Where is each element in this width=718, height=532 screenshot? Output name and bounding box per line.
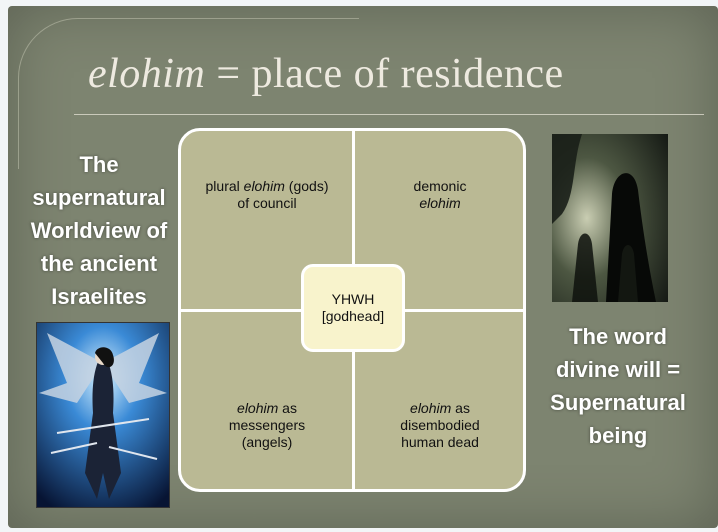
quadrant-text: as (278, 400, 297, 416)
left-caption-line: supernatural (32, 185, 166, 210)
title-divider (74, 114, 704, 115)
center-godhead-box: YHWH [godhead] (301, 264, 405, 352)
quadrant-text: plural (205, 178, 244, 194)
quadrant-text: human dead (401, 434, 479, 450)
winged-warrior-image (36, 322, 170, 508)
center-text: [godhead] (321, 308, 385, 324)
quadrant-emphasis: elohim (419, 195, 461, 211)
quadrant-demonic: demonic elohim (356, 178, 524, 212)
title-elohim: elohim (88, 51, 206, 97)
right-caption: The word divine will = Supernatural bein… (540, 320, 696, 452)
left-caption-line: the ancient (40, 251, 158, 276)
quadrant-text: (gods) (284, 178, 329, 194)
quadrant-text: as (451, 400, 470, 416)
quadrant-text: disembodied (400, 417, 480, 433)
quadrant-messengers: elohim as messengers (angels) (182, 400, 352, 451)
left-caption-line: Worldview of (30, 218, 168, 243)
quadrant-emphasis: elohim (243, 178, 285, 194)
quadrant-text: of council (237, 195, 297, 211)
left-caption: The supernatural Worldview of the ancien… (20, 148, 178, 313)
quadrant-text: (angels) (241, 434, 293, 450)
quadrant-emphasis: elohim (410, 400, 452, 416)
slide-title: elohim = place of residence (88, 50, 564, 98)
left-caption-line: Israelites (51, 284, 147, 309)
right-caption-line: Supernatural (550, 390, 686, 415)
quadrant-text: demonic (413, 178, 467, 194)
right-caption-line: divine will = (555, 357, 681, 382)
quadrant-human-dead: elohim as disembodied human dead (356, 400, 524, 451)
quadrant-gods-of-council: plural elohim (gods) of council (182, 178, 352, 212)
title-rest: = place of residence (216, 51, 564, 97)
left-caption-line: The (79, 152, 119, 177)
center-text: YHWH (331, 291, 375, 307)
quadrant-text: messengers (228, 417, 306, 433)
hooded-figures-image (552, 134, 668, 302)
quadrant-emphasis: elohim (237, 400, 279, 416)
right-caption-line: The word (569, 324, 667, 349)
right-caption-line: being (588, 423, 648, 448)
decorative-bracket (18, 18, 359, 169)
